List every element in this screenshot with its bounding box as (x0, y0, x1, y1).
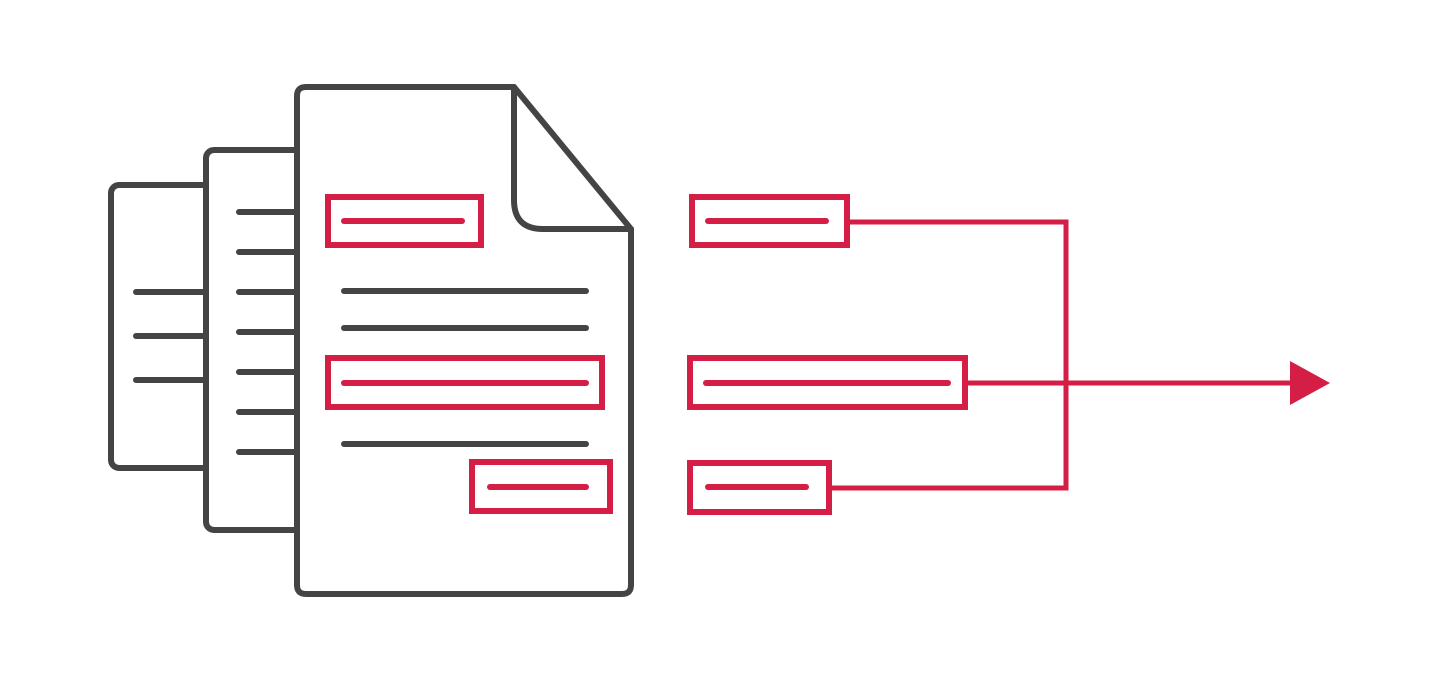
front-document-icon (294, 84, 634, 597)
document-highlight-field-3 (469, 459, 613, 514)
extracted-field-1 (689, 194, 850, 248)
document-highlight-field-1 (325, 194, 484, 248)
merge-connector (829, 219, 1295, 491)
extracted-field-3 (687, 460, 832, 515)
document-highlight-field-2 (325, 355, 605, 410)
extracted-field-2 (687, 355, 968, 410)
arrow-head-icon (1290, 361, 1330, 405)
